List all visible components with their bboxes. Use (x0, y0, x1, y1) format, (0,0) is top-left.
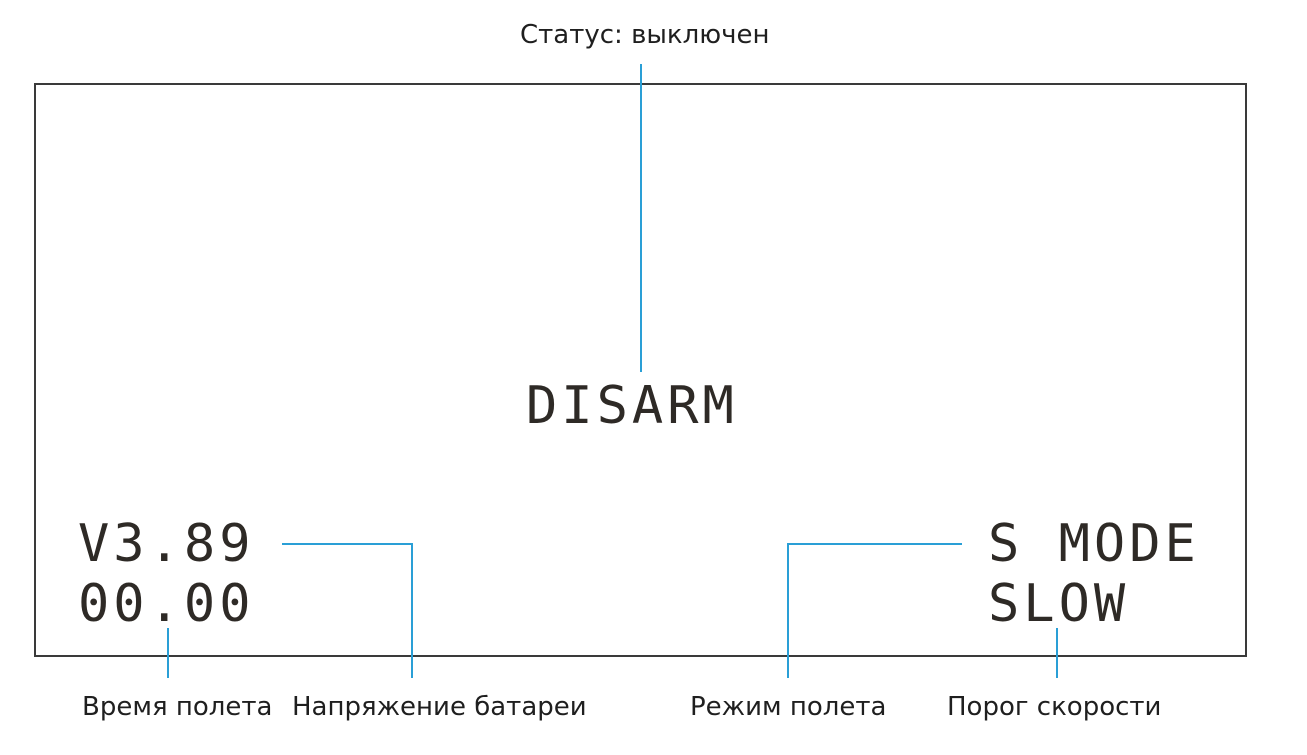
speed-threshold-caption: Порог скорости (947, 692, 1162, 722)
status-value: DISARM (526, 376, 738, 436)
flight-mode-caption: Режим полета (690, 692, 887, 722)
status-caption: Статус: выключен (520, 20, 770, 50)
speed-threshold-value: SLOW (988, 574, 1130, 634)
battery-voltage-value: V3.89 (78, 514, 255, 574)
battery-voltage-caption: Напряжение батареи (292, 692, 587, 722)
flight-time-value: 00.00 (78, 574, 255, 634)
flight-time-caption: Время полета (82, 692, 273, 722)
flight-mode-value: S MODE (988, 514, 1200, 574)
